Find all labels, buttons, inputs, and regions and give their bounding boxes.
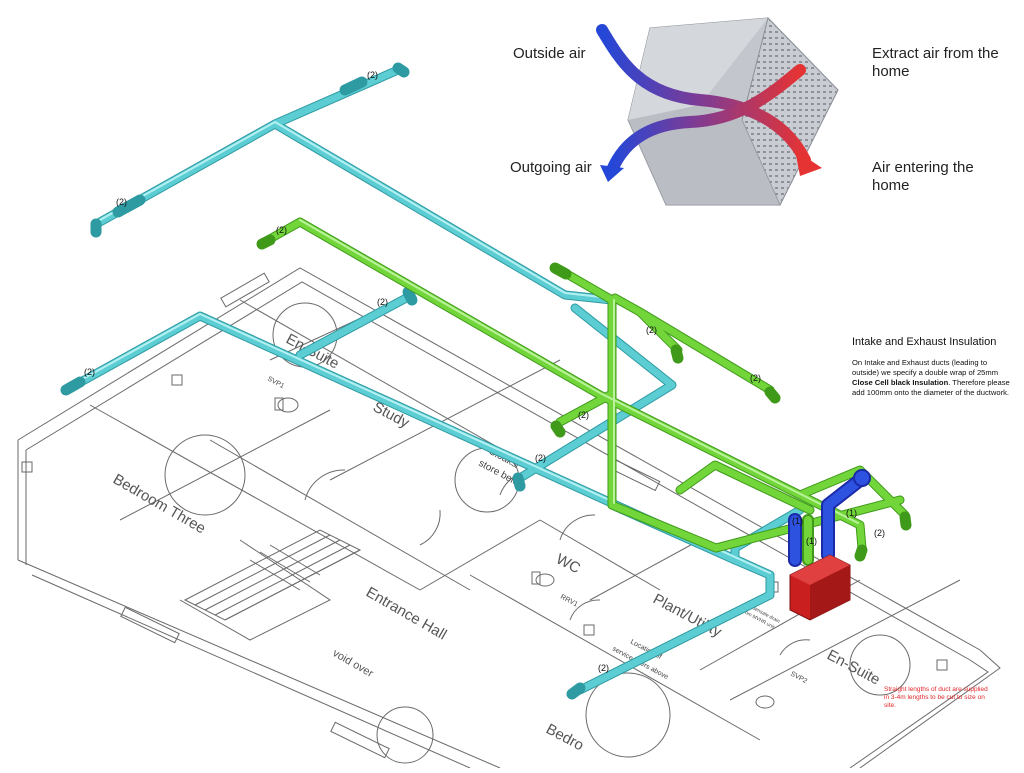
- duct-tag: (2): [874, 528, 885, 538]
- label-outside-air: Outside air: [513, 45, 586, 62]
- duct-tags: (2) (2) (2) (2) (2) (2) (2) (2) (2) (2) …: [84, 70, 885, 673]
- floor-plan: [17, 267, 1001, 769]
- room-label-bedroom: Bedro: [543, 721, 586, 755]
- room-label-entrance-hall: Entrance Hall: [363, 584, 449, 644]
- room-label-void-over: void over: [331, 647, 376, 680]
- mvhr-unit: [788, 469, 871, 621]
- insulation-body: On Intake and Exhaust ducts (leading to …: [852, 358, 1012, 398]
- insulation-notes: Intake and Exhaust Insulation On Intake …: [852, 336, 1012, 398]
- red-site-note: Straight lengths of duct are supplied in…: [884, 686, 988, 709]
- label-outgoing-air: Outgoing air: [510, 159, 592, 176]
- insulation-bold: Close Cell black Insulation: [852, 378, 949, 387]
- heat-exchanger-illustration: [596, 17, 839, 207]
- duct-tag: (1): [806, 536, 817, 546]
- label-extract-air: Extract air from the home: [872, 45, 999, 80]
- duct-tag: (2): [578, 410, 589, 420]
- insulation-title: Intake and Exhaust Insulation: [852, 336, 997, 348]
- duct-tag: (2): [598, 663, 609, 673]
- duct-tag: (2): [750, 373, 761, 383]
- duct-tag: (2): [116, 197, 127, 207]
- insulation-line2: . Therefore please add 100mm onto the di…: [852, 378, 1010, 397]
- duct-tag: (1): [792, 516, 803, 526]
- label-air-entering: Air entering the home: [872, 159, 974, 194]
- label-svp2: SVP2: [789, 671, 808, 686]
- room-label-bedroom-three: Bedroom Three: [110, 471, 209, 538]
- duct-tag: (2): [535, 453, 546, 463]
- duct-tag: (2): [276, 225, 287, 235]
- label-svp1: SVP1: [266, 376, 285, 391]
- cyan-duct-network: [60, 62, 805, 700]
- label-rrv1: RRV1: [559, 594, 579, 609]
- duct-tag: (2): [377, 297, 388, 307]
- room-label-en-suite-2: En-Suite: [824, 647, 883, 689]
- insulation-line1: On Intake and Exhaust ducts (leading to …: [852, 358, 999, 377]
- duct-tag: (1): [846, 508, 857, 518]
- room-label-wc: WC: [553, 551, 583, 578]
- green-duct-network: [256, 217, 912, 562]
- duct-tag: (2): [646, 325, 657, 335]
- duct-tag: (2): [84, 367, 95, 377]
- duct-tag: (2): [367, 70, 378, 80]
